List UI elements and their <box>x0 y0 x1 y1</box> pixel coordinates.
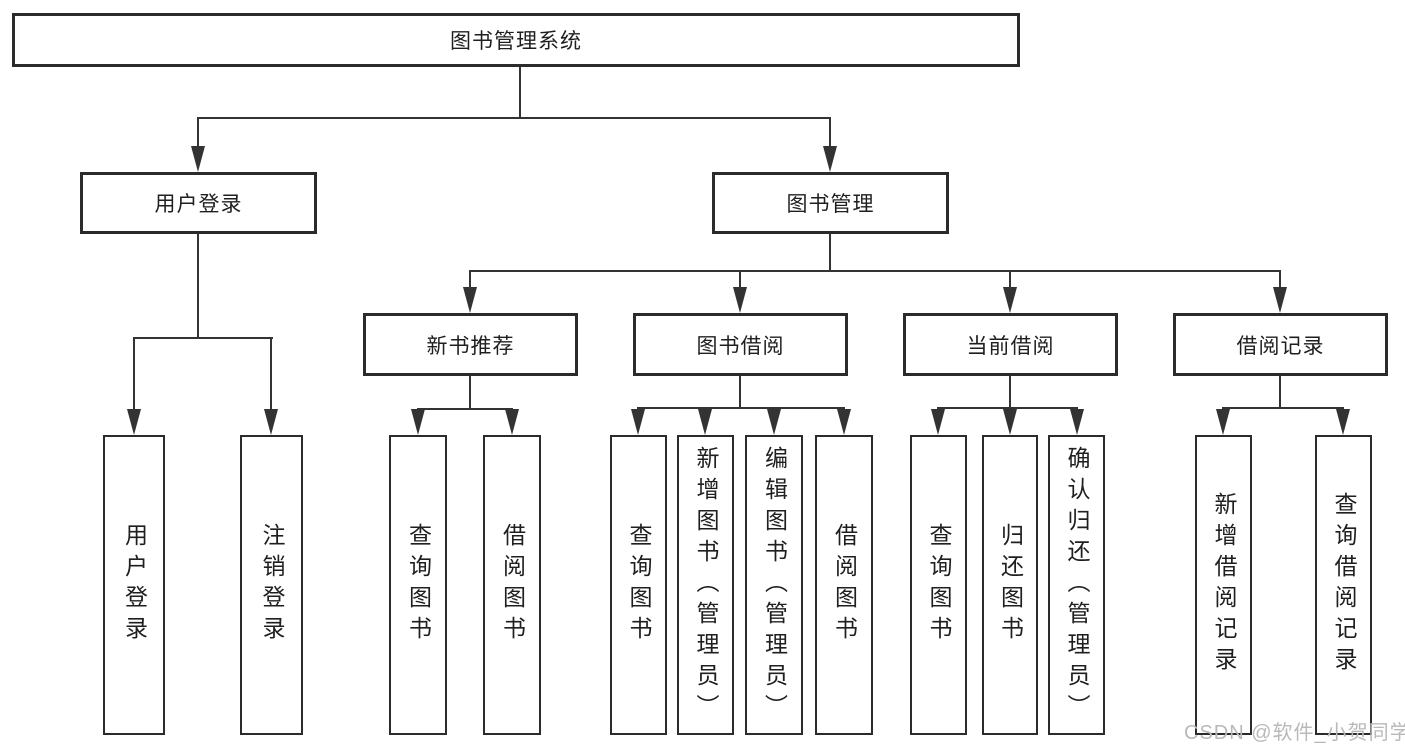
node-library-management-system: 图书管理系统 <box>12 13 1020 67</box>
connector-vline <box>469 376 471 408</box>
leaf-borrow-books-recommend: 借阅图书 <box>483 435 541 735</box>
leaf-query-books-borrowing: 查询图书 <box>610 435 667 735</box>
leaf-query-books-recommend: 查询图书 <box>389 435 447 735</box>
arrowhead-down-icon <box>1003 287 1017 313</box>
leaf-return-books: 归还图书 <box>982 435 1038 735</box>
connector-hline <box>197 117 831 119</box>
connector-hline <box>417 408 513 410</box>
connector-vline <box>469 270 471 292</box>
node-new-book-recommend: 新书推荐 <box>363 313 578 376</box>
connector-vline <box>829 234 831 270</box>
csdn-watermark: CSDN @软件_小贺同学 <box>1184 722 1405 744</box>
arrowhead-down-icon <box>1003 409 1017 435</box>
node-borrowing-records: 借阅记录 <box>1173 313 1388 376</box>
node-book-management: 图书管理 <box>712 172 949 234</box>
connector-hline <box>637 407 845 409</box>
arrowhead-down-icon <box>264 409 278 435</box>
leaf-query-books-current: 查询图书 <box>910 435 967 735</box>
connector-hline <box>469 270 1281 272</box>
connector-hline <box>133 337 273 339</box>
arrowhead-down-icon <box>698 409 712 435</box>
connector-vline <box>1279 270 1281 292</box>
connector-vline <box>1009 376 1011 407</box>
arrowhead-down-icon <box>1216 409 1230 435</box>
connector-hline <box>937 407 1078 409</box>
arrowhead-down-icon <box>191 146 205 172</box>
arrowhead-down-icon <box>411 409 425 435</box>
leaf-logout: 注销登录 <box>240 435 303 735</box>
leaf-edit-book-admin: 编辑图书（管理员） <box>745 435 803 735</box>
arrowhead-down-icon <box>1273 287 1287 313</box>
arrowhead-down-icon <box>931 409 945 435</box>
arrowhead-down-icon <box>767 409 781 435</box>
leaf-user-login: 用户登录 <box>103 435 165 735</box>
leaf-query-borrow-record: 查询借阅记录 <box>1315 435 1372 735</box>
arrowhead-down-icon <box>631 409 645 435</box>
connector-vline <box>739 270 741 292</box>
node-book-borrowing: 图书借阅 <box>633 313 848 376</box>
connector-vline <box>197 117 199 149</box>
leaf-add-book-admin: 新增图书（管理员） <box>677 435 734 735</box>
connector-vline <box>1279 376 1281 407</box>
arrowhead-down-icon <box>463 287 477 313</box>
connector-vline <box>739 376 741 407</box>
connector-hline <box>1222 407 1344 409</box>
connector-vline <box>1009 270 1011 292</box>
arrowhead-down-icon <box>1336 409 1350 435</box>
connector-vline <box>829 117 831 149</box>
arrowhead-down-icon <box>823 146 837 172</box>
connector-vline <box>197 234 199 337</box>
node-current-borrowing: 当前借阅 <box>903 313 1118 376</box>
leaf-confirm-return-admin: 确认归还（管理员） <box>1048 435 1105 735</box>
arrowhead-down-icon <box>1070 409 1084 435</box>
leaf-add-borrow-record: 新增借阅记录 <box>1195 435 1252 735</box>
connector-vline <box>133 337 135 411</box>
arrowhead-down-icon <box>733 287 747 313</box>
connector-vline <box>270 337 272 411</box>
arrowhead-down-icon <box>505 409 519 435</box>
arrowhead-down-icon <box>127 409 141 435</box>
connector-vline <box>519 67 521 117</box>
node-user-login: 用户登录 <box>80 172 317 234</box>
leaf-borrow-books: 借阅图书 <box>815 435 873 735</box>
arrowhead-down-icon <box>837 409 851 435</box>
